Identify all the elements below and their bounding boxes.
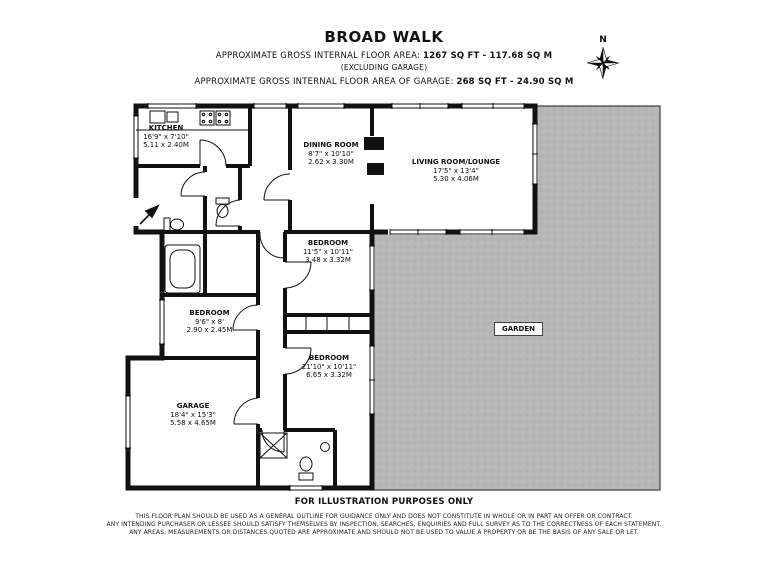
house-floor — [128, 106, 535, 488]
room-label-garage: GARAGE 18'4" x 15'3" 5.58 x 4.65M — [170, 402, 216, 427]
kitchen-sink — [149, 110, 166, 124]
bathroom-fixtures — [163, 197, 230, 294]
kitchen-fixtures — [136, 110, 250, 131]
room-label-living-room: LIVING ROOM/LOUNGE 17'5" x 13'4" 5.30 x … — [411, 158, 501, 183]
room-label-kitchen: KITCHEN 16'9" x 7'10" 5.11 x 2.40M — [143, 124, 189, 149]
garden-label: GARDEN — [494, 322, 544, 336]
exterior-walls — [125, 103, 538, 491]
excluding-garage-note: (EXCLUDING GARAGE) — [340, 63, 428, 72]
floor-area-label: APPROXIMATE GROSS INTERNAL FLOOR AREA: — [215, 51, 423, 61]
compass-rose — [586, 46, 620, 80]
room-label-bedroom-1: BEDROOM 11'5" x 10'11" 3.48 x 3.32M — [302, 239, 354, 264]
shower — [259, 432, 288, 459]
wardrobe-partitions — [305, 315, 350, 332]
entrance-arrow-icon — [139, 204, 160, 225]
garage-area-value: 268 SQ FT - 24.90 SQ M — [456, 77, 574, 87]
room-label-bedroom-2: BEDROOM 9'6" x 8' 2.90 x 2.45M — [186, 309, 233, 334]
shower-room-fixtures — [259, 432, 330, 481]
room-label-bedroom-3: BEDROOM 21'10" x 10'11" 6.65 x 3.32M — [301, 354, 357, 379]
floor-area-line: APPROXIMATE GROSS INTERNAL FLOOR AREA: 1… — [0, 51, 768, 61]
floor-area-value: 1267 SQ FT - 117.68 SQ M — [422, 51, 553, 61]
toilet — [298, 472, 314, 481]
interior-walls — [136, 106, 374, 488]
basin — [320, 442, 330, 452]
disclaimer-line-2: ANY INTENDING PURCHASER OR LESSEE SHOULD… — [106, 521, 662, 528]
disclaimer-line-1: THIS FLOOR PLAN SHOULD BE USED AS A GENE… — [135, 513, 633, 520]
garage-area-label: APPROXIMATE GROSS INTERNAL FLOOR AREA OF… — [194, 77, 457, 87]
disclaimer-line-3: ANY AREAS, MEASUREMENTS OR DISTANCES QUO… — [129, 529, 639, 536]
illustration-note: FOR ILLUSTRATION PURPOSES ONLY — [294, 497, 474, 507]
compass-n-label: N — [599, 35, 607, 45]
fireplace-blocks — [364, 137, 384, 175]
page-title: BROAD WALK — [324, 28, 444, 46]
garage-area-line: APPROXIMATE GROSS INTERNAL FLOOR AREA OF… — [0, 77, 768, 87]
room-label-dining-room: DINING ROOM 8'7" x 10'10" 2.62 x 3.30M — [303, 141, 359, 166]
window-lines — [125, 103, 538, 491]
bathtub — [164, 244, 201, 294]
kitchen-hob — [199, 110, 215, 126]
